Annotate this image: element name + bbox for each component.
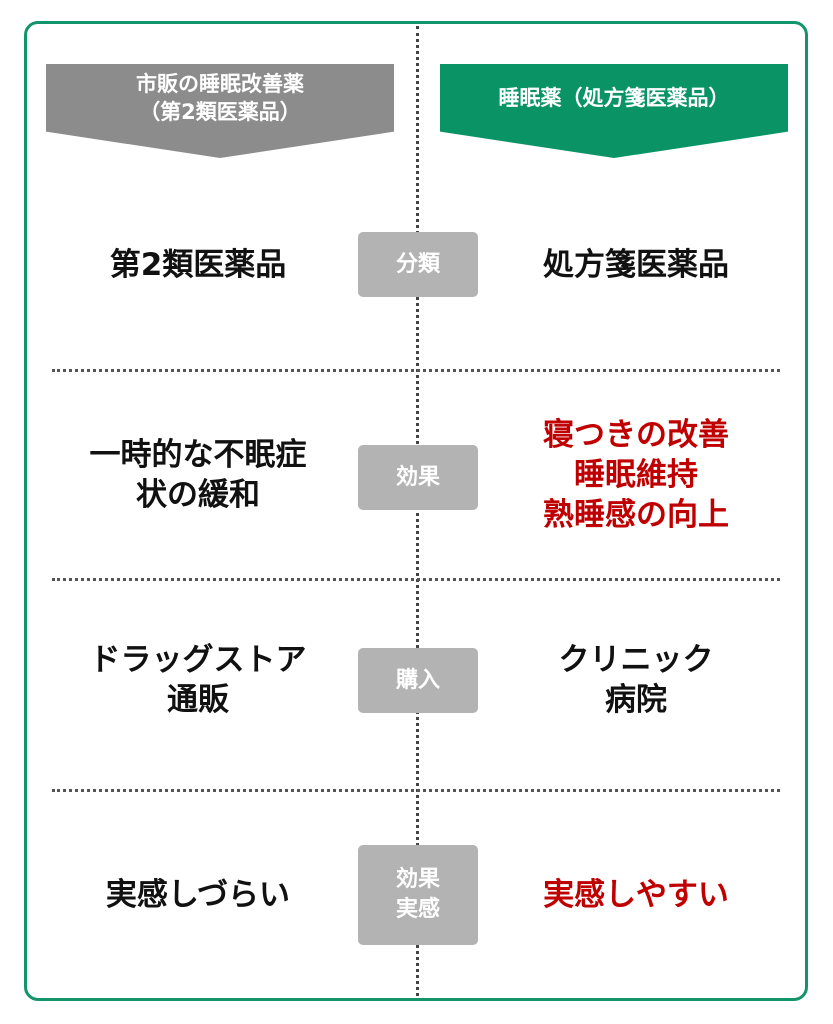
cell-line: 処方箋医薬品 — [543, 247, 729, 283]
cell-line: クリニック — [558, 642, 714, 678]
label-line: 実感 — [395, 897, 440, 922]
rx-perceived-effect: 実感しやすい — [486, 875, 786, 915]
rx-classification: 処方箋医薬品 — [486, 245, 786, 285]
otc-classification: 第2類医薬品 — [48, 245, 348, 285]
cell-line: 実感しづらい — [105, 877, 291, 913]
cell-line: 一時的な不眠症 — [89, 437, 307, 473]
row-divider — [52, 369, 780, 372]
cell-line: 寝つきの改善 — [543, 417, 729, 453]
row-label-effect: 効果 — [358, 445, 478, 510]
cell-line: 睡眠維持 — [574, 457, 698, 493]
row-divider — [52, 578, 780, 581]
cell-line: 状の緩和 — [136, 477, 260, 513]
label-line: 効果 — [395, 464, 440, 490]
row-label-purchase: 購入 — [358, 648, 478, 713]
cell-line: 熟睡感の向上 — [543, 497, 729, 533]
cell-line: ドラッグストア — [89, 642, 307, 678]
rx-purchase: クリニック 病院 — [486, 640, 786, 720]
label-line: 効果 — [395, 867, 440, 892]
row-label-classification: 分類 — [358, 232, 478, 297]
rx-effect: 寝つきの改善 睡眠維持 熟睡感の向上 — [486, 415, 786, 535]
otc-perceived-effect: 実感しづらい — [48, 875, 348, 915]
otc-effect: 一時的な不眠症 状の緩和 — [48, 435, 348, 515]
row-divider — [52, 789, 780, 792]
otc-header-line1: 市販の睡眠改善薬 — [136, 72, 304, 96]
cell-line: 第2類医薬品 — [109, 247, 287, 283]
row-label-perceived-effect: 効果 実感 — [358, 845, 478, 945]
cell-line: 病院 — [605, 682, 667, 718]
comparison-frame — [24, 21, 808, 1001]
otc-header-line2: （第2類医薬品） — [139, 100, 301, 124]
label-line: 購入 — [395, 667, 440, 693]
cell-line: 実感しやすい — [543, 877, 729, 913]
otc-purchase: ドラッグストア 通販 — [48, 640, 348, 720]
label-line: 分類 — [395, 251, 440, 277]
cell-line: 通販 — [167, 682, 229, 718]
center-divider — [416, 26, 419, 996]
rx-header: 睡眠薬（処方箋医薬品） — [498, 86, 730, 110]
